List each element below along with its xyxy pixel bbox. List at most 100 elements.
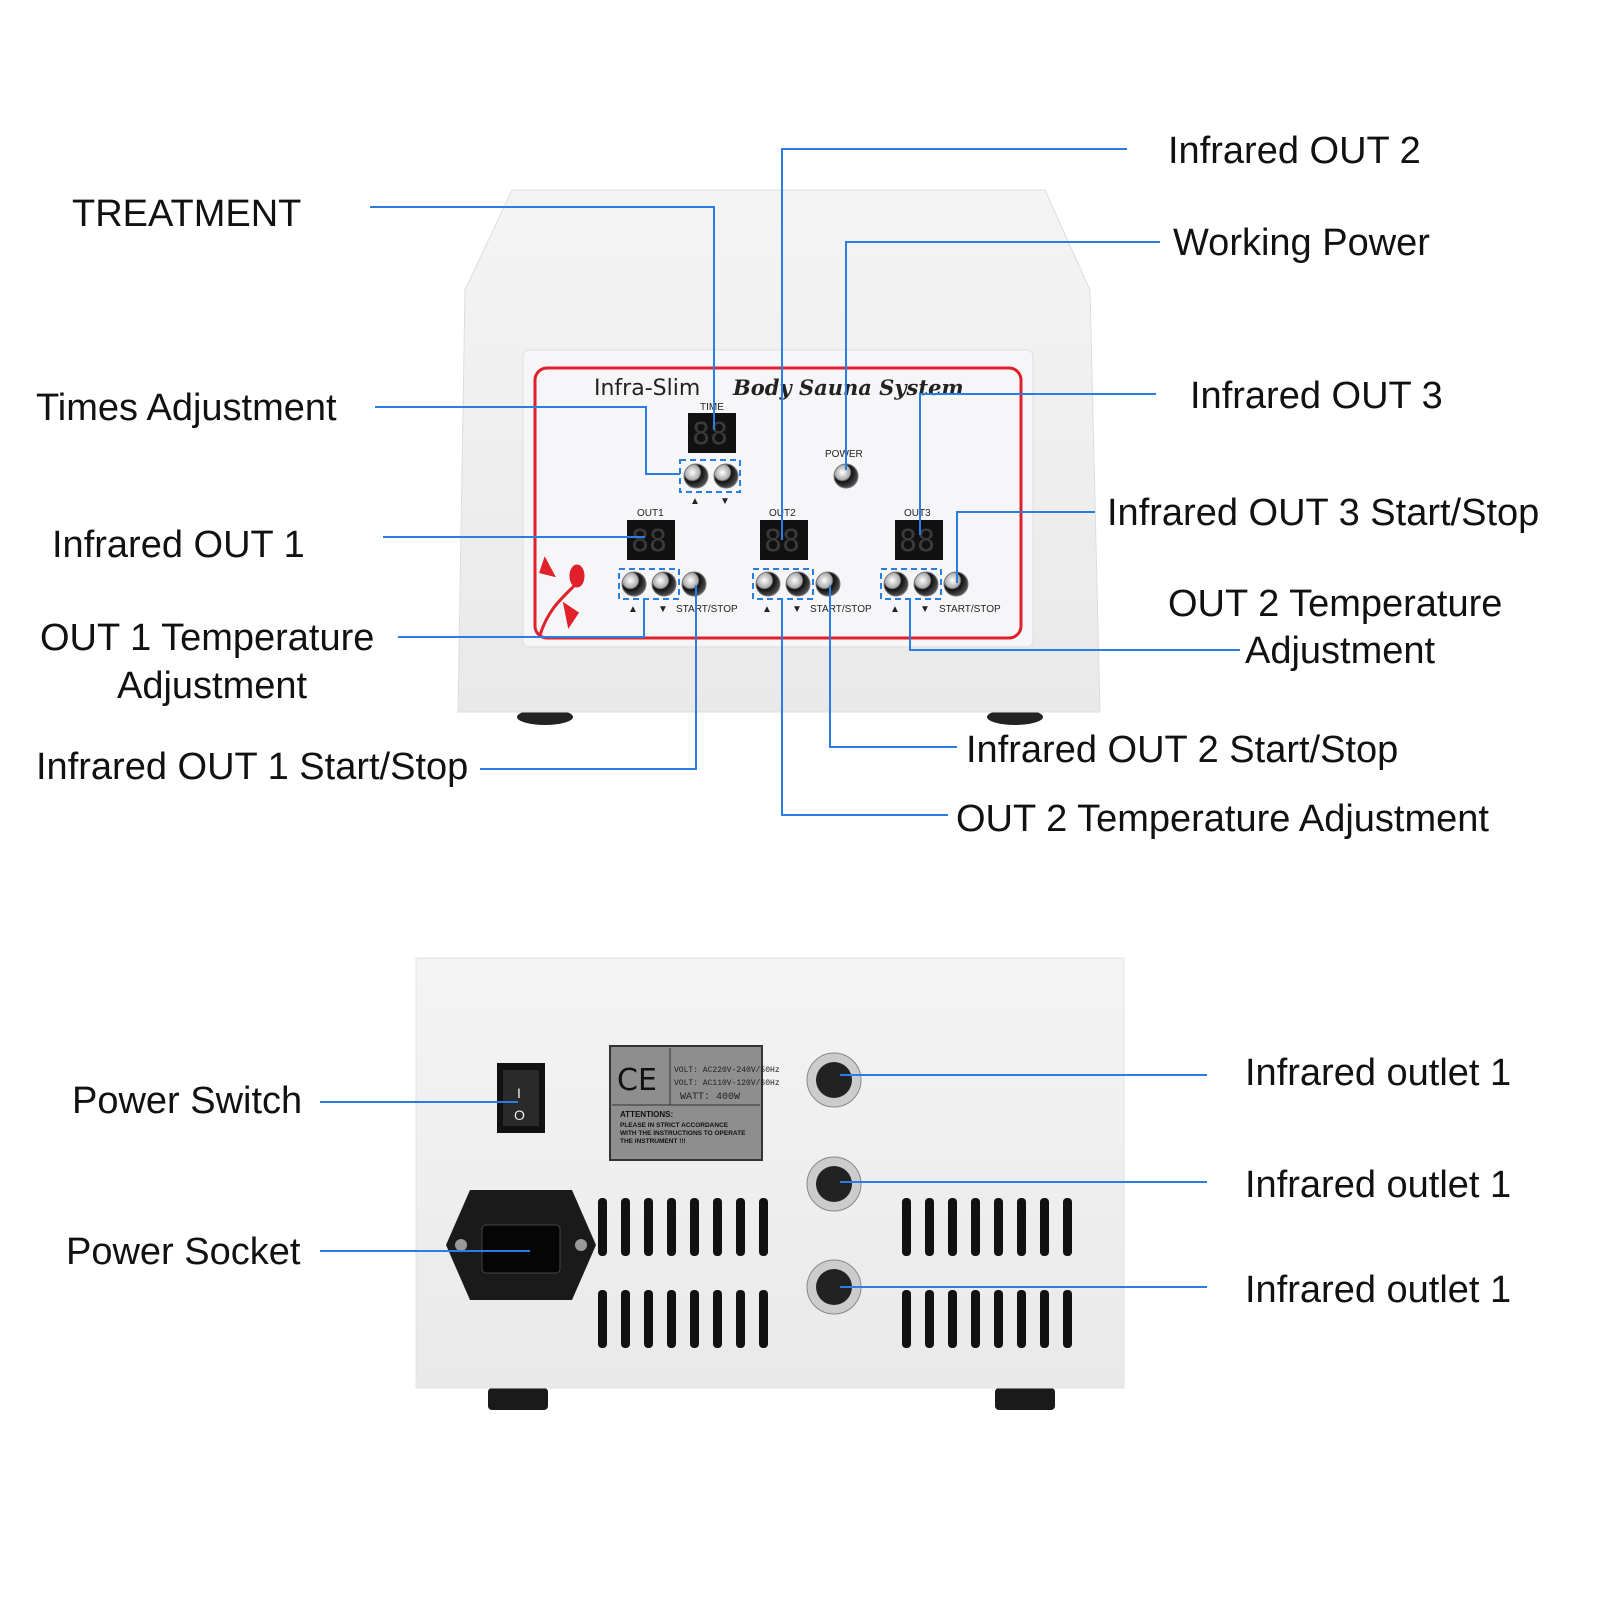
callout-out2-temp-right-line2: Adjustment: [1245, 630, 1436, 672]
callout-out1-temp: OUT 1 Temperature: [40, 617, 374, 659]
outlet-2[interactable]: [806, 1156, 862, 1212]
control-panel: [522, 349, 1034, 648]
out1-start-stop-label: START/STOP: [676, 604, 738, 615]
vent-slot: [690, 1198, 699, 1256]
vent-slot: [667, 1198, 676, 1256]
callout-outlet-c: Infrared outlet 1: [1245, 1269, 1511, 1311]
switch-off-mark: O: [514, 1107, 525, 1123]
out2-start-stop-button[interactable]: [815, 571, 841, 597]
vent-slot: [736, 1198, 745, 1256]
back-panel: [415, 957, 1125, 1389]
ce-mark: CE: [617, 1063, 657, 1098]
down-arrow-icon: ▼: [920, 604, 930, 615]
up-arrow-icon: ▲: [690, 496, 700, 507]
vent-slot: [759, 1290, 768, 1348]
outlet-1[interactable]: [806, 1052, 862, 1108]
up-arrow-icon: ▲: [628, 604, 638, 615]
time-up-button[interactable]: [683, 463, 709, 489]
foot: [488, 1388, 548, 1410]
vent-slot: [1063, 1290, 1072, 1348]
volt-110: VOLT: AC110V-120V/60Hz: [674, 1079, 780, 1088]
vent-slot: [759, 1198, 768, 1256]
vent-slot: [1063, 1198, 1072, 1256]
vent-slot: [925, 1198, 934, 1256]
callout-out2-temp: OUT 2 Temperature Adjustment: [956, 798, 1489, 840]
attention-text: PLEASE IN STRICT ACCORDANCE: [620, 1122, 729, 1129]
out3-temp-down-button[interactable]: [913, 571, 939, 597]
vent-slot: [644, 1290, 653, 1348]
callout-infrared-out1: Infrared OUT 1: [52, 524, 305, 566]
screw-icon: [575, 1239, 587, 1251]
vent-slot: [1040, 1290, 1049, 1348]
vent-slot: [644, 1198, 653, 1256]
out1-label: OUT1: [637, 508, 664, 519]
vent-slot: [690, 1290, 699, 1348]
out1-start-stop-button[interactable]: [681, 571, 707, 597]
callout-out1-start-stop: Infrared OUT 1 Start/Stop: [36, 746, 468, 788]
out1-display: [627, 520, 675, 560]
callout-out1-temp-line2: Adjustment: [117, 665, 308, 707]
attention-title: ATTENTIONS:: [620, 1110, 673, 1119]
vent-slot: [994, 1290, 1003, 1348]
callout-out3-start-stop: Infrared OUT 3 Start/Stop: [1107, 492, 1539, 534]
callout-power-socket: Power Socket: [66, 1231, 301, 1273]
back-device: I O CE VOLT: AC220V-240V/50Hz VOLT: AC11…: [415, 957, 1125, 1410]
outlet-3[interactable]: [806, 1259, 862, 1315]
vent-slot: [598, 1290, 607, 1348]
callout-outlet-b: Infrared outlet 1: [1245, 1164, 1511, 1206]
foot: [987, 709, 1043, 725]
vent-slot: [902, 1290, 911, 1348]
out1-temp-group: [618, 568, 680, 600]
attention-text: WITH THE INSTRUCTIONS TO OPERATE: [620, 1130, 746, 1137]
vent-slot: [1017, 1198, 1026, 1256]
callout-out2-temp-right: OUT 2 Temperature: [1168, 583, 1502, 625]
switch-on-mark: I: [517, 1085, 521, 1101]
callout-treatment: TREATMENT: [72, 193, 301, 235]
vent-slot: [667, 1290, 676, 1348]
callout-infrared-out2: Infrared OUT 2: [1168, 130, 1421, 172]
rating-label: CE VOLT: AC220V-240V/50Hz VOLT: AC110V-1…: [609, 1045, 780, 1161]
down-arrow-icon: ▼: [720, 496, 730, 507]
attention-text: THE INSTRUMENT !!!: [620, 1138, 686, 1145]
out1-temp-up-button[interactable]: [621, 571, 647, 597]
vent-slot: [948, 1198, 957, 1256]
vent-slot: [994, 1198, 1003, 1256]
leader-lines: [320, 148, 1240, 1288]
vent-slot: [902, 1198, 911, 1256]
vent-slot: [713, 1290, 722, 1348]
power-label: POWER: [825, 449, 863, 460]
time-down-button[interactable]: [713, 463, 739, 489]
vent-slot: [713, 1198, 722, 1256]
down-arrow-icon: ▼: [792, 604, 802, 615]
volt-220: VOLT: AC220V-240V/50Hz: [674, 1066, 780, 1075]
floral-decoration-icon: [538, 556, 585, 636]
out3-label: OUT3: [904, 508, 931, 519]
time-label: TIME: [700, 402, 724, 413]
out3-temp-up-button[interactable]: [883, 571, 909, 597]
vent-slot: [598, 1198, 607, 1256]
callout-working-power: Working Power: [1173, 222, 1430, 264]
up-arrow-icon: ▲: [890, 604, 900, 615]
vent-slot: [925, 1290, 934, 1348]
out3-display-value: 88: [899, 524, 935, 559]
vent-slots: [598, 1198, 1072, 1348]
callouts: TREATMENT Infrared OUT 2 Working Power T…: [36, 130, 1539, 1311]
out2-temp-down-button[interactable]: [785, 571, 811, 597]
callout-power-switch: Power Switch: [72, 1080, 302, 1122]
out2-display: [760, 520, 808, 560]
callout-times-adjustment: Times Adjustment: [36, 387, 337, 429]
vent-slot: [1040, 1198, 1049, 1256]
foot: [517, 709, 573, 725]
vent-slot: [948, 1290, 957, 1348]
out2-temp-up-button[interactable]: [755, 571, 781, 597]
time-display: [688, 413, 736, 453]
screw-icon: [455, 1239, 467, 1251]
callout-outlet-a: Infrared outlet 1: [1245, 1052, 1511, 1094]
vent-slot: [621, 1290, 630, 1348]
callout-infrared-out3: Infrared OUT 3: [1190, 375, 1443, 417]
out2-start-stop-label: START/STOP: [810, 604, 872, 615]
out1-temp-down-button[interactable]: [651, 571, 677, 597]
vent-slot: [736, 1290, 745, 1348]
